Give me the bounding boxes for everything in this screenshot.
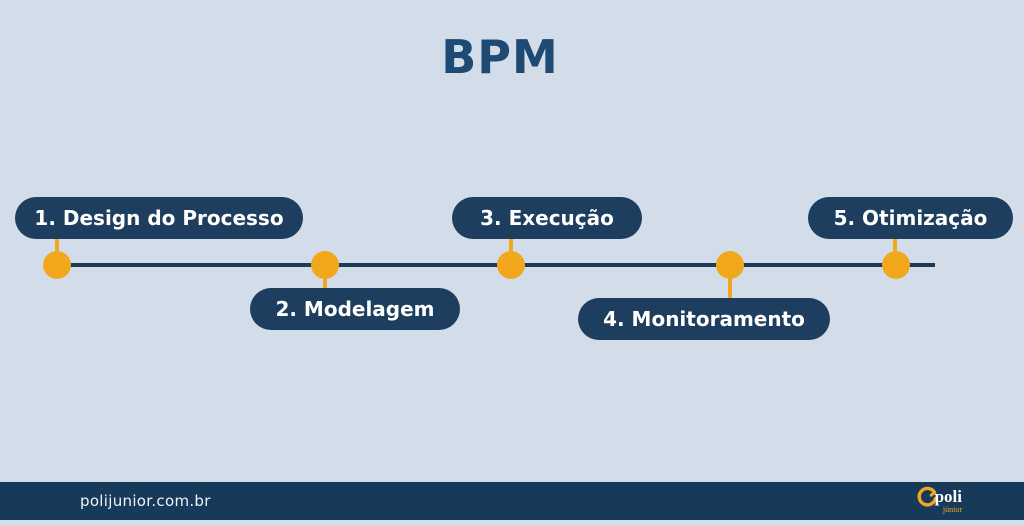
footer-bar: polijunior.com.br poli júnior [0,482,1024,520]
timeline-step-execucao: 3. Execução [452,197,642,239]
footer-website-text: polijunior.com.br [80,492,211,510]
timeline-dot [43,251,71,279]
timeline-step-label: 5. Otimização [833,206,988,230]
logo-text: poli júnior [935,488,962,514]
logo-subtitle-text: júnior [942,505,962,514]
timeline-connector [323,265,327,295]
timeline-step-modelagem: 2. Modelagem [250,288,460,330]
timeline-line [57,263,935,267]
timeline-connector [55,233,59,265]
timeline-dot [882,251,910,279]
timeline-step-label: 3. Execução [480,206,614,230]
timeline-connector [893,233,897,265]
poli-junior-logo: poli júnior [915,486,962,514]
timeline-connector [728,265,732,303]
timeline-step-label: 4. Monitoramento [603,307,805,331]
logo-name-text: poli [934,487,962,506]
timeline-connector [509,233,513,265]
poli-arc-icon [915,486,939,514]
timeline-dot [716,251,744,279]
timeline-dot [311,251,339,279]
timeline-dot [497,251,525,279]
page-title: BPM [441,30,559,84]
timeline-step-otimizacao: 5. Otimização [808,197,1013,239]
timeline-step-design: 1. Design do Processo [15,197,303,239]
timeline-step-monitoramento: 4. Monitoramento [578,298,830,340]
timeline-step-label: 1. Design do Processo [34,206,284,230]
timeline-step-label: 2. Modelagem [275,297,435,321]
